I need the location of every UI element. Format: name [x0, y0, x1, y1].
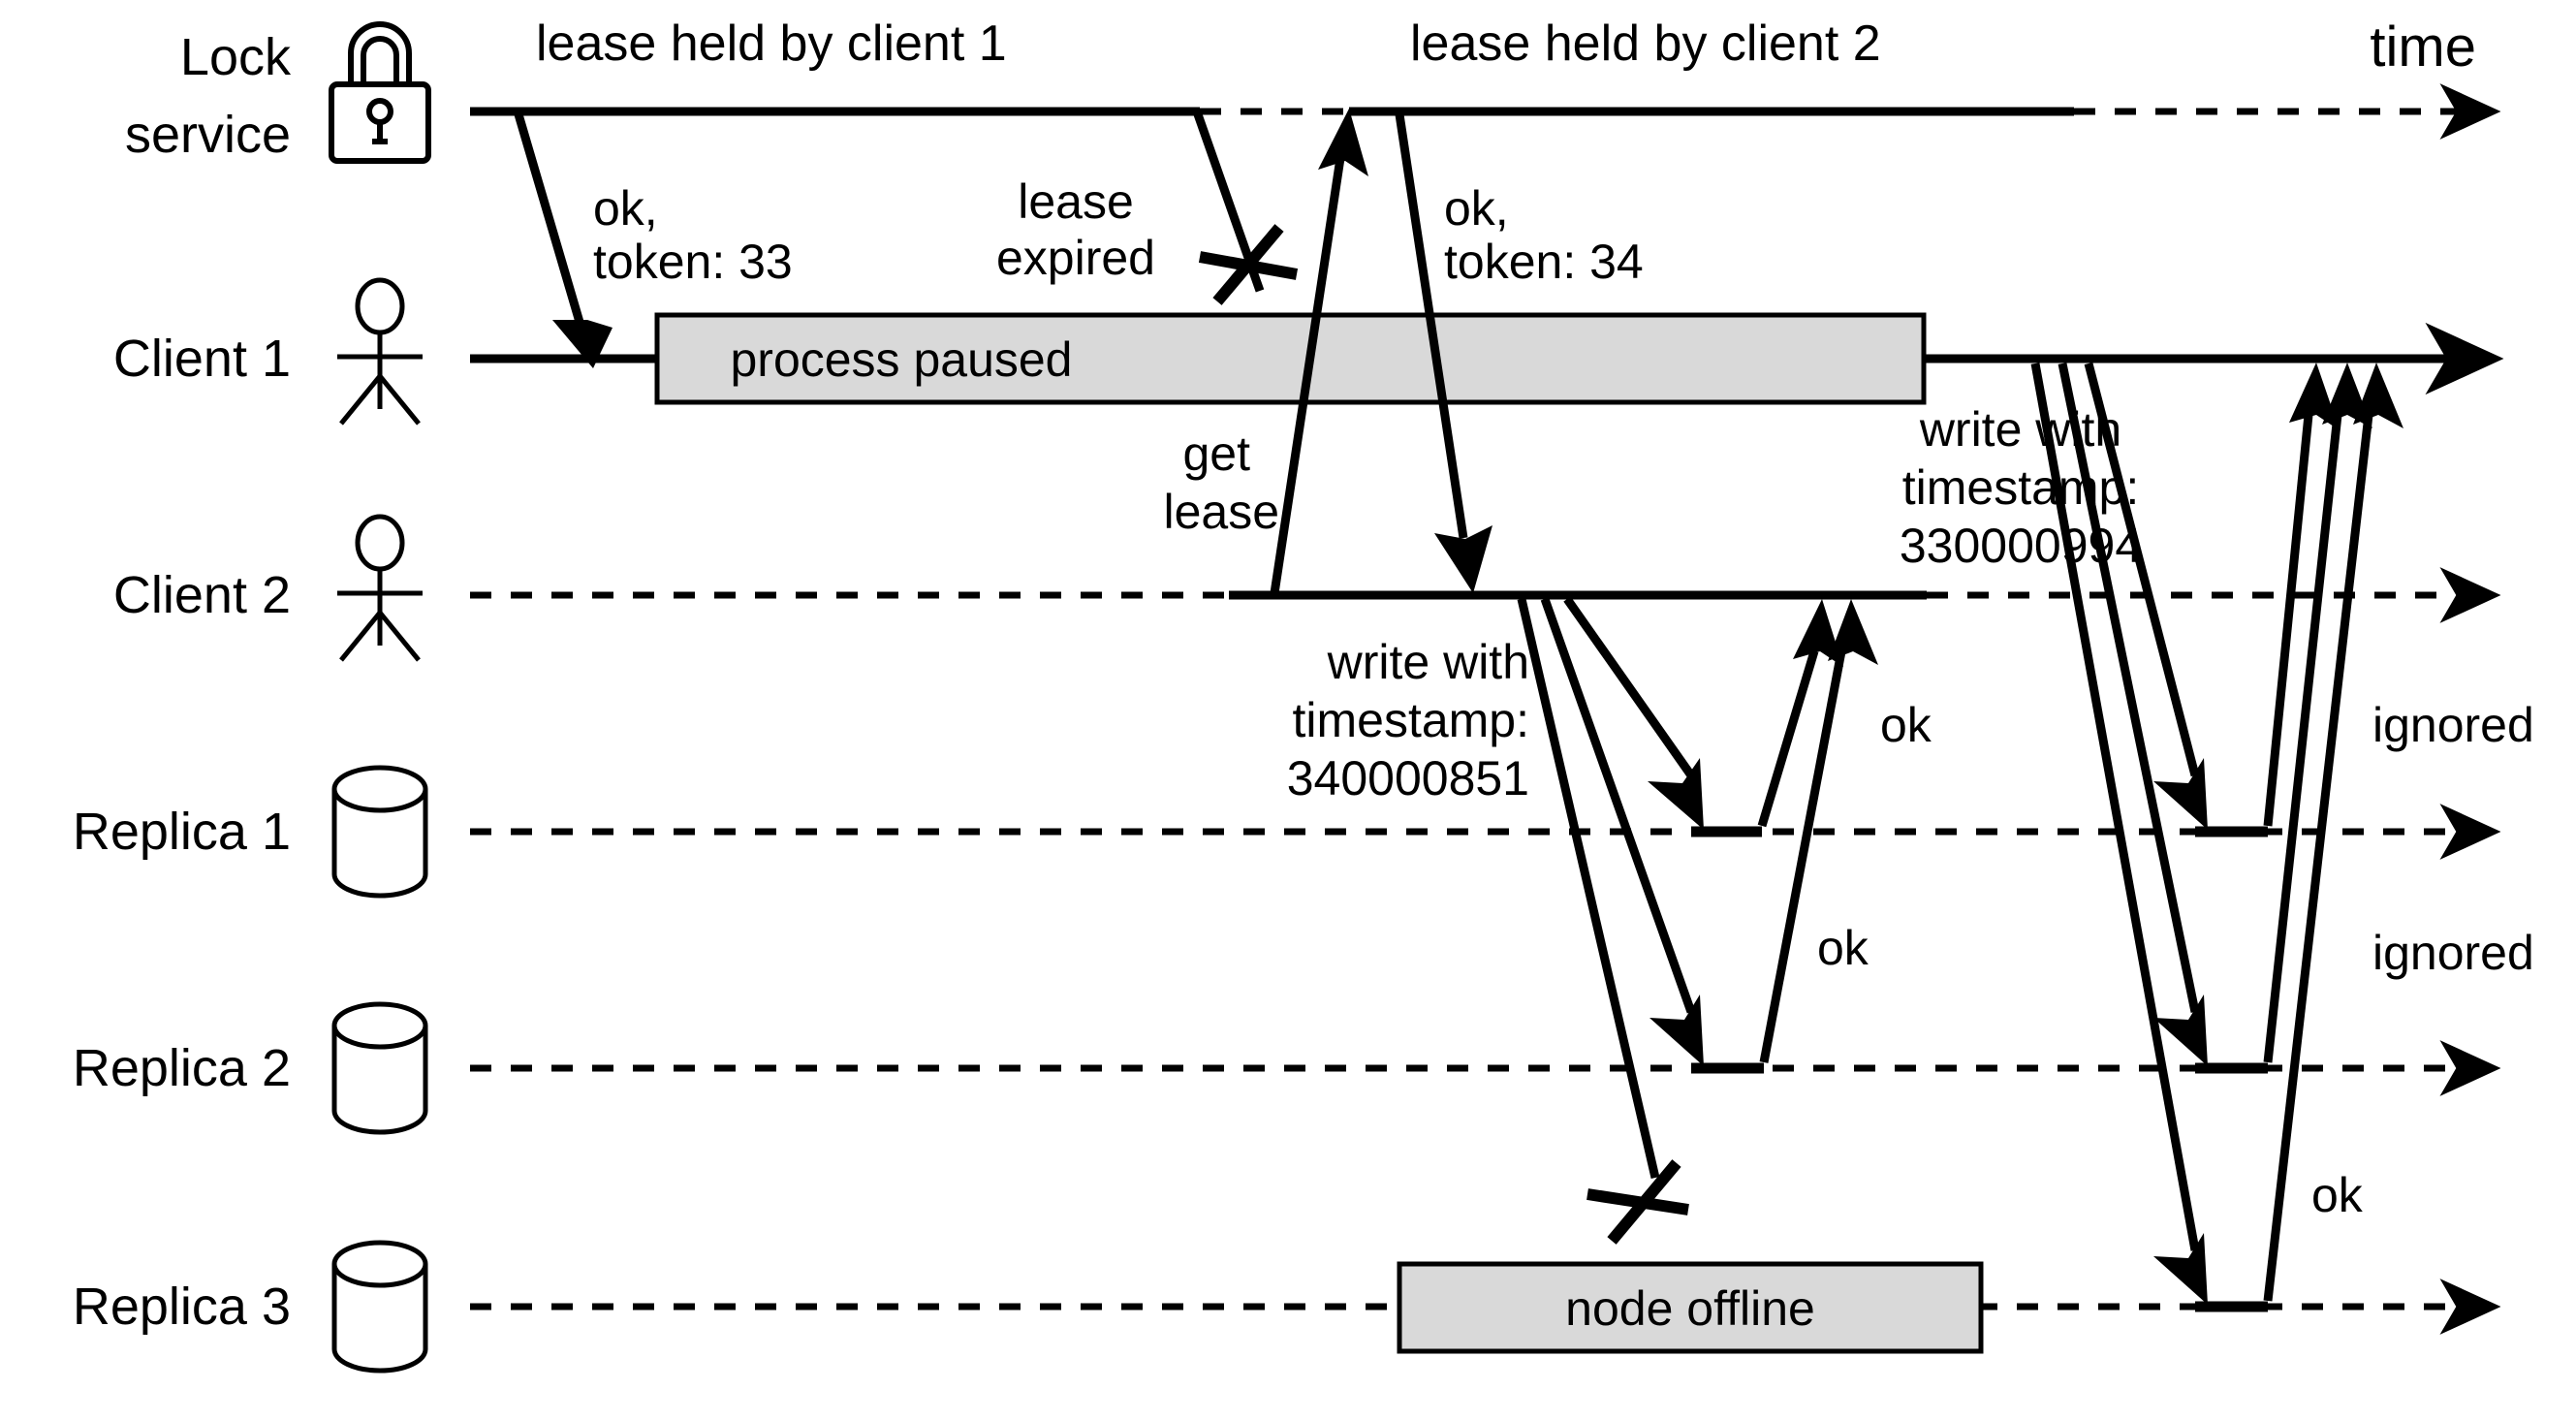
message-replica-3-ok-c1 — [2263, 363, 2403, 1302]
lane-label-client-1: Client 1 — [113, 277, 423, 426]
message-get-lease — [1270, 109, 1368, 594]
annotation-lease-held-by-client-1: lease held by client 1 — [536, 16, 1007, 72]
annotation-write-timestamp-340000851: write with timestamp: 340000851 — [1287, 635, 1529, 805]
node-offline-label: node offline — [1565, 1281, 1815, 1336]
annotation-ok-token-34-line1: ok, — [1444, 181, 1509, 236]
annotation-lease-expired-line1: lease — [1018, 174, 1134, 229]
annotation-write-ts-330-line2: timestamp: — [1902, 460, 2140, 515]
lane-label-replica-1: Replica 1 — [73, 765, 428, 899]
annotation-ignored-replica-2: ignored — [2372, 926, 2534, 980]
annotation-get-lease-line1: get — [1182, 426, 1250, 481]
lane-label-client-1-text: Client 1 — [113, 330, 291, 388]
annotation-get-lease-line2: lease — [1163, 485, 1279, 539]
message-c2-write-replica-1 — [1563, 596, 1704, 830]
message-c2-write-replica-2 — [1540, 597, 1704, 1066]
database-cylinder-icon — [331, 1240, 428, 1374]
message-c1-write-replica-3 — [2030, 363, 2208, 1305]
annotation-ok-token-33-line2: token: 33 — [593, 235, 793, 289]
padlock-icon — [329, 21, 431, 164]
stick-figure-icon — [337, 277, 423, 426]
lane-label-replica-2: Replica 2 — [73, 1001, 428, 1135]
annotation-ok-token-34-line2: token: 34 — [1444, 235, 1644, 289]
lane-label-replica-2-text: Replica 2 — [73, 1039, 291, 1097]
annotation-lease-held-by-client-2: lease held by client 2 — [1410, 16, 1881, 72]
lane-label-replica-3: Replica 3 — [73, 1240, 428, 1374]
lane-label-lock-service-line2: service — [125, 106, 291, 164]
annotation-write-ts-340-line2: timestamp: — [1292, 693, 1529, 747]
annotation-ok-token-33: ok, token: 33 — [593, 181, 793, 289]
annotation-ok-replica-1-to-client-2: ok — [1880, 698, 1932, 752]
lane-label-lock-service-line1: Lock — [180, 28, 292, 86]
annotation-time-axis: time — [2370, 16, 2476, 79]
message-lease-expired — [1193, 112, 1299, 305]
annotation-write-ts-340-line1: write with — [1327, 635, 1529, 689]
lane-label-client-2: Client 2 — [113, 514, 423, 662]
annotation-ok-token-33-line1: ok, — [593, 181, 658, 236]
message-replica-2-ok-c2 — [1759, 599, 1878, 1063]
lane-label-lock-service: Lock service — [125, 21, 431, 164]
message-grant-token-33 — [514, 112, 613, 368]
message-c2-write-replica-3 — [1517, 597, 1689, 1245]
message-c1-write-replica-2 — [2058, 363, 2208, 1066]
annotation-write-timestamp-330000994: write with timestamp: 330000994 — [1900, 402, 2142, 573]
termination-cross-icon — [1198, 224, 1299, 305]
node-offline-box: node offline — [1397, 1261, 1984, 1354]
message-grant-token-34 — [1395, 113, 1492, 593]
termination-cross-icon — [1586, 1159, 1689, 1245]
annotation-ok-replica-3-to-client-1: ok — [2311, 1168, 2364, 1222]
annotation-ignored-replica-1: ignored — [2372, 698, 2534, 752]
message-replica-2-ignored-c1 — [2263, 363, 2372, 1063]
database-cylinder-icon — [331, 1001, 428, 1135]
message-replica-1-ok-c2 — [1757, 599, 1843, 828]
annotation-get-lease: get lease — [1163, 426, 1279, 539]
annotation-write-ts-330-line1: write with — [1919, 402, 2121, 457]
database-cylinder-icon — [331, 765, 428, 899]
lane-label-client-2-text: Client 2 — [113, 566, 291, 624]
process-paused-box: process paused — [654, 312, 1927, 405]
process-paused-label: process paused — [730, 332, 1072, 387]
lane-label-replica-1-text: Replica 1 — [73, 803, 291, 861]
annotation-lease-expired-line2: expired — [996, 231, 1155, 285]
annotation-lease-expired: lease expired — [996, 174, 1155, 285]
stick-figure-icon — [337, 514, 423, 662]
annotation-ok-token-34: ok, token: 34 — [1444, 181, 1644, 289]
lane-label-replica-3-text: Replica 3 — [73, 1278, 291, 1336]
annotation-write-ts-340-line3: 340000851 — [1287, 751, 1529, 805]
annotation-write-ts-330-line3: 330000994 — [1900, 519, 2142, 573]
annotation-ok-replica-2-to-client-2: ok — [1817, 921, 1869, 975]
message-c1-write-replica-1 — [2084, 362, 2208, 830]
